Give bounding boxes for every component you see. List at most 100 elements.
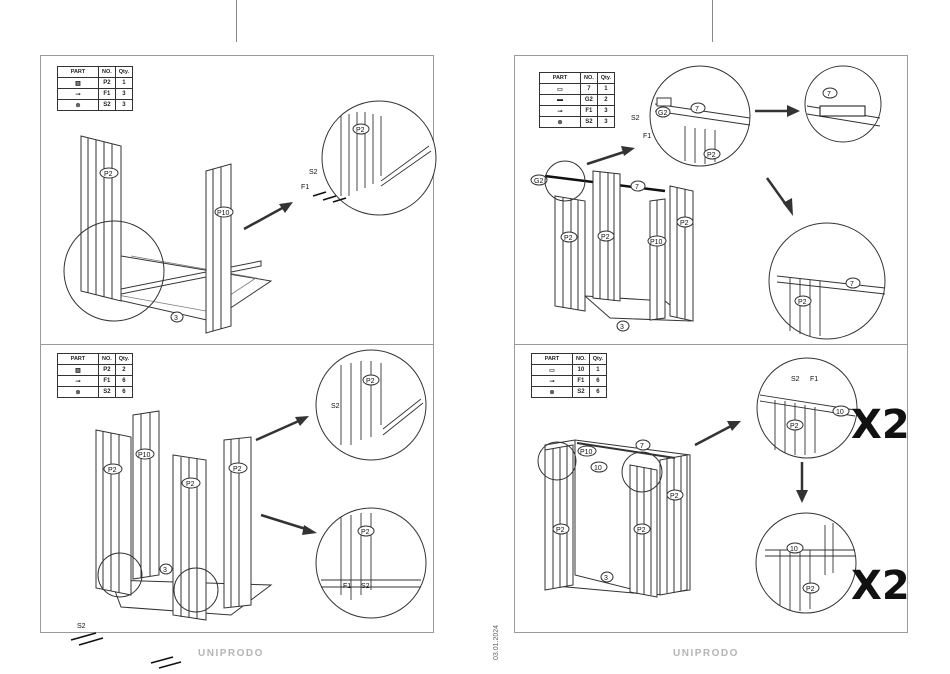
zoom-circle	[804, 65, 882, 143]
bracket-icon: ▬	[557, 97, 563, 103]
svg-text:3: 3	[620, 324, 624, 331]
svg-text:G2: G2	[534, 178, 543, 185]
beam-icon: ▭	[549, 367, 555, 374]
svg-text:F1: F1	[643, 133, 651, 140]
screw-icon: ⊸	[75, 91, 81, 98]
detail-circle	[173, 567, 219, 613]
svg-text:P10: P10	[650, 239, 663, 246]
step-1-illustration: P2 P10 3 P2 S2 F1	[63, 100, 437, 334]
print-date: 03.01.2024	[493, 624, 500, 660]
svg-text:S2: S2	[77, 623, 86, 630]
col-qty: Qty.	[588, 353, 608, 365]
panel-p2	[544, 444, 574, 591]
svg-text:7: 7	[635, 184, 639, 191]
svg-text:P2: P2	[790, 423, 799, 430]
panel-p2	[80, 135, 122, 302]
zoom-circle	[755, 512, 857, 614]
panel-icon: ▥	[75, 80, 81, 87]
arrow-icon	[279, 202, 293, 213]
svg-text:7: 7	[850, 281, 854, 288]
bracket-icon	[819, 105, 866, 117]
svg-text:P2: P2	[798, 299, 807, 306]
svg-text:S2: S2	[331, 403, 340, 410]
panel-p2	[554, 195, 586, 312]
svg-text:P2: P2	[186, 481, 195, 488]
svg-text:P2: P2	[670, 493, 679, 500]
multiplier-label: X2	[851, 563, 910, 609]
arrow-icon	[727, 421, 741, 431]
svg-text:P2: P2	[556, 527, 565, 534]
svg-text:P2: P2	[366, 378, 375, 385]
svg-text:7: 7	[827, 91, 831, 98]
svg-text:P2: P2	[233, 466, 242, 473]
screw-icon	[312, 191, 347, 203]
panel-p10	[132, 410, 160, 580]
screw-icon	[70, 632, 182, 669]
svg-text:7: 7	[695, 106, 699, 113]
screw-icon: ⊸	[549, 378, 555, 385]
detail-circle	[63, 220, 165, 322]
svg-text:P2: P2	[707, 152, 716, 159]
svg-text:P2: P2	[104, 171, 113, 178]
arrow-icon	[796, 490, 808, 503]
svg-text:P2: P2	[637, 527, 646, 534]
fold-mark-left	[236, 0, 237, 42]
svg-text:P10: P10	[580, 449, 593, 456]
svg-text:P2: P2	[680, 220, 689, 227]
zoom-circle	[649, 65, 751, 167]
panel-p2	[659, 454, 688, 596]
svg-text:P2: P2	[564, 235, 573, 242]
panel-p10	[205, 163, 232, 334]
step-divider	[41, 344, 433, 345]
zoom-circle	[321, 100, 437, 216]
brand-logo-right: UNIPRODO	[673, 648, 739, 659]
detail-circle	[97, 552, 143, 598]
screw-icon: ⊸	[557, 108, 563, 115]
svg-text:S2: S2	[309, 169, 318, 176]
svg-text:10: 10	[594, 465, 602, 472]
step-4-illustration: P10 7 10 P2 P2 P2 3 S2 F1 10 P2	[537, 357, 858, 614]
svg-text:S2: S2	[791, 376, 800, 383]
svg-text:S2: S2	[631, 115, 640, 122]
arrow-icon	[621, 146, 635, 156]
nut-icon: ⊚	[557, 119, 563, 126]
arrow-icon	[787, 105, 800, 117]
arrow-icon	[783, 198, 793, 216]
svg-text:10: 10	[836, 409, 844, 416]
fold-mark-right	[712, 0, 713, 42]
nut-icon: ⊚	[75, 389, 81, 396]
nut-icon: ⊚	[549, 389, 555, 396]
svg-text:S2: S2	[361, 583, 370, 590]
panel-icon: ▥	[75, 367, 81, 374]
svg-text:P2: P2	[108, 467, 117, 474]
svg-text:P2: P2	[806, 586, 815, 593]
svg-text:P2: P2	[601, 234, 610, 241]
svg-text:G2: G2	[658, 110, 667, 117]
svg-text:F1: F1	[343, 583, 351, 590]
svg-text:3: 3	[163, 567, 167, 574]
arrow-icon	[295, 416, 309, 426]
panel-p10	[649, 198, 666, 321]
arrow-icon	[302, 525, 317, 535]
svg-text:7: 7	[640, 443, 644, 450]
detail-circle	[544, 160, 586, 202]
panel-p2	[172, 454, 207, 621]
screw-icon: ⊸	[75, 378, 81, 385]
step-3-illustration: G2 7 P2 P2 P10 P2 3 7 G2 S2 F1 P2	[530, 65, 886, 340]
svg-text:P10: P10	[138, 452, 151, 459]
svg-text:3: 3	[174, 315, 178, 322]
svg-text:10: 10	[790, 546, 798, 553]
